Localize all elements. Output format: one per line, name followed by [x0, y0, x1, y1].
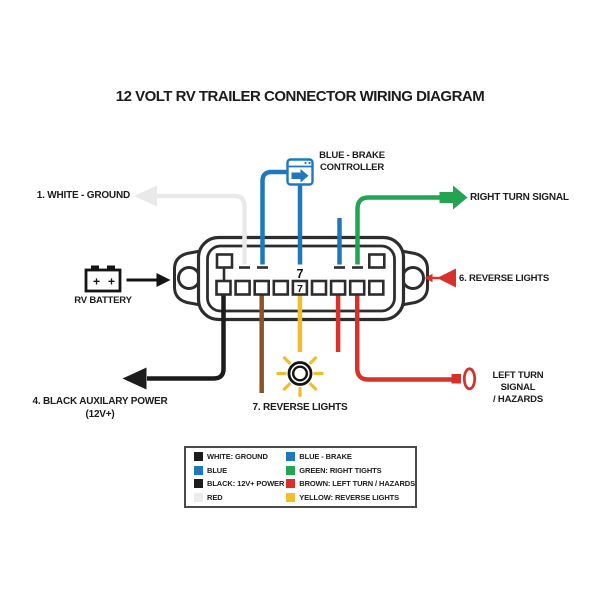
label-black-aux-line1: 4. BLACK AUXILARY POWER: [32, 396, 168, 407]
legend-swatch: [194, 465, 203, 475]
legend-swatch: [194, 452, 203, 462]
battery-cap-left: [91, 265, 99, 272]
brake-controller-icon-dot: [304, 161, 307, 165]
legend-item: BLACK: 12V+ POWER: [194, 478, 286, 489]
label-brake-controller: BLUE - BRAKE CONTROLLER: [312, 150, 392, 174]
legend-column-right: BLUE - BRAKE GREEN: RIGHT TIGHTS BROWN: …: [286, 451, 415, 503]
reverse-lights-block-arrow: [437, 268, 456, 288]
brake-controller-icon-dot: [308, 161, 311, 165]
pin-square-2: [234, 279, 251, 296]
green-right-turn-wire: [355, 195, 440, 265]
legend-label: RED: [207, 492, 223, 502]
battery-plus-right: +: [108, 275, 115, 289]
left-ear-hole: [177, 266, 201, 290]
label-brake-controller-line2: CONTROLLER: [320, 162, 384, 173]
label-white-ground: 1. WHITE - GROUND: [36, 190, 130, 201]
pin-square-3: [253, 279, 270, 296]
pin-square-4: [272, 279, 290, 296]
legend-label: BLUE - BRAKE: [299, 452, 352, 462]
legend-swatch: [194, 492, 203, 502]
left-turn-bulb-icon: [462, 367, 477, 391]
label-left-turn-line2: / HAZARDS: [493, 394, 543, 405]
pin-square-1: [215, 279, 232, 296]
label-left-turn-signal: LEFT TURN SIGNAL / HAZARDS: [477, 370, 559, 406]
label-rv-battery: RV BATTERY: [74, 295, 132, 306]
battery-cap-right: [107, 265, 115, 272]
black-aux-wire: [147, 294, 226, 381]
legend-swatch: [286, 479, 296, 489]
label-black-aux-line2: (12V+): [85, 409, 115, 420]
legend-swatch: [286, 492, 296, 502]
label-reverse-lights-6: 6. REVERSE LIGHTS: [459, 273, 550, 284]
label-left-turn-line1: LEFT TURN SIGNAL: [492, 370, 544, 393]
pin-square-7-label: [291, 279, 309, 296]
pin-square-9: [367, 279, 385, 296]
legend-swatch: [286, 452, 296, 462]
battery-arrow-head: [156, 273, 171, 287]
legend-item: RED: [194, 492, 286, 503]
right-ear-hole: [401, 266, 425, 290]
label-black-aux-power: 4. BLACK AUXILARY POWER (12V+): [30, 395, 170, 421]
pin-top-right: [367, 253, 386, 269]
blue-brake-wire-left: [260, 169, 288, 265]
legend-label: BROWN: LEFT TURN / HAZARDS: [299, 479, 415, 489]
pin-square-6: [310, 279, 328, 296]
legend-label: YELLOW: REVERSE LIGHTS: [299, 492, 400, 502]
white-ground-arrow: [134, 185, 157, 207]
black-aux-arrow: [122, 367, 147, 390]
legend-swatch: [286, 465, 296, 475]
legend-label: GREEN: RIGHT TIGHTS: [299, 465, 382, 475]
battery-plus-left: +: [93, 275, 100, 289]
battery-icon: [84, 268, 122, 293]
legend-label: BLACK: 12V+ POWER: [207, 479, 285, 489]
label-brake-controller-line1: BLUE - BRAKE: [319, 150, 385, 161]
pin-top-left: [215, 253, 234, 269]
legend-item: BLUE: [194, 465, 286, 476]
white-ground-wire: [157, 193, 247, 265]
brake-controller-arrow-head: [300, 169, 309, 183]
legend-swatch: [194, 479, 203, 489]
legend-item: BLUE - BRAKE: [286, 451, 415, 462]
reverse-light-bulb-icon: [276, 356, 324, 398]
pin-square-7: [329, 279, 347, 296]
left-turn-connector-icon: [451, 374, 461, 384]
reverse-lights-small-arrow: [424, 273, 433, 283]
legend-item: GREEN: RIGHT TIGHTS: [286, 465, 415, 476]
label-reverse-lights-7: 7. REVERSE LIGHTS: [252, 402, 348, 413]
label-right-turn-signal: RIGHT TURN SIGNAL: [470, 192, 569, 203]
legend-item: BROWN: LEFT TURN / HAZARDS: [286, 478, 415, 489]
legend-label: WHITE: GROUND: [207, 452, 268, 462]
pin7-square-label: 7: [297, 283, 303, 295]
page-title: 12 VOLT RV TRAILER CONNECTOR WIRING DIAG…: [115, 88, 485, 105]
legend-item: YELLOW: REVERSE LIGHTS: [286, 492, 415, 503]
red-left-turn-wire: [354, 294, 452, 382]
legend-box: WHITE: GROUND BLUE BLACK: 12V+ POWER RED…: [184, 446, 417, 508]
legend-item: WHITE: GROUND: [194, 451, 286, 462]
pin-square-8: [348, 279, 366, 296]
right-turn-arrow: [439, 185, 468, 210]
brake-controller-arrow-tail: [291, 172, 301, 179]
legend-label: BLUE: [207, 465, 228, 475]
pin7-top-label: 7: [297, 267, 304, 281]
legend-column-left: WHITE: GROUND BLUE BLACK: 12V+ POWER RED: [186, 451, 286, 503]
